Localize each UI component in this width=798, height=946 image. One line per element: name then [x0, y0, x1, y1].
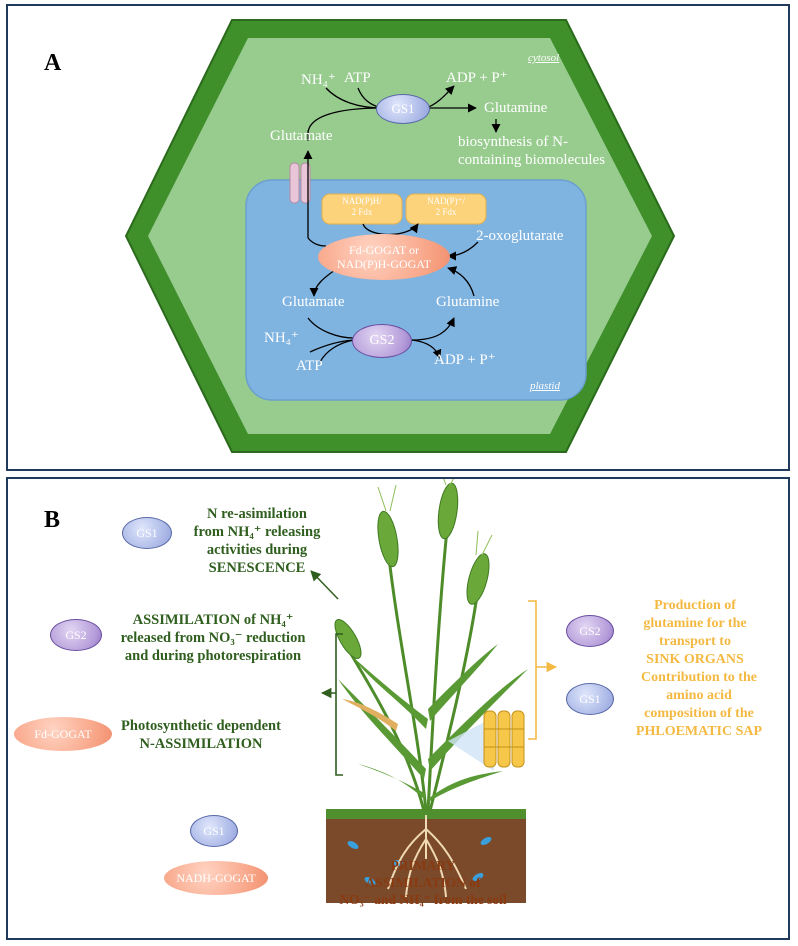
- assim-l3: and during photorespiration: [124, 648, 302, 664]
- production-text: Production of glutamine for the transpor…: [620, 597, 770, 669]
- senescence-text: N re-asimilation from NH₄⁺ releasing act…: [182, 505, 332, 577]
- cytosol-label: cytosol: [528, 52, 560, 64]
- photo-l1: Photosynthetic dependent: [121, 718, 281, 734]
- adp-bottom: ADP + P⁺: [434, 352, 496, 368]
- panel-a-label: A: [44, 50, 62, 76]
- prod-l3: transport to: [659, 634, 731, 649]
- assim-l1: ASSIMILATION of NH₄⁺: [132, 612, 294, 628]
- panel-a: A cytosol plastid NH₄⁺ ATP GS1 ADP + P⁺ …: [6, 4, 790, 471]
- gs2-sink: GS2: [566, 615, 614, 647]
- plant-illustration: [310, 479, 558, 903]
- nh4-top: NH₄⁺: [301, 72, 336, 88]
- assimilation-text: ASSIMILATION of NH₄⁺ released from NO₃⁻ …: [108, 611, 318, 665]
- panel-b: B GS1 N re-asimilation from NH₄⁺ releasi…: [6, 477, 790, 940]
- nadp-line2: 2 Fdx: [435, 207, 457, 217]
- nadph-line2: 2 Fdx: [351, 207, 373, 217]
- right-bracket: [528, 600, 537, 740]
- nadp-text: NAD(P)⁺/ 2 Fdx: [406, 196, 486, 218]
- photo-l2: N-ASSIMILATION: [139, 736, 263, 752]
- plastid-label: plastid: [530, 380, 560, 392]
- fd-gogat-enzyme: Fd-GOGAT: [14, 717, 112, 751]
- primary-assimilation-text: PRIMARY ASSIMILATION of NO₃⁻ and NH₄⁺ fr…: [308, 857, 538, 908]
- nadp-box: [405, 193, 487, 225]
- gs1-enzyme-top: GS1: [376, 94, 430, 124]
- prod-l2: glutamine for the: [643, 616, 747, 631]
- contrib-l2: amino acid: [666, 688, 732, 703]
- biosynthesis-line2: containing biomolecules: [458, 152, 606, 168]
- primary-l1: PRIMARY: [390, 858, 456, 873]
- oxoglutarate: 2-oxoglutarate: [476, 228, 564, 244]
- glutamine-top: Glutamine: [484, 100, 548, 116]
- wheat-awns: [377, 479, 493, 556]
- nadph-text: NAD(P)H/ 2 Fdx: [322, 196, 402, 218]
- gogat-line2: NAD(P)H-GOGAT: [337, 257, 431, 271]
- nadp-line1: NAD(P)⁺/: [427, 196, 465, 206]
- nadph-box: [321, 193, 403, 225]
- phloem-tubes: [483, 710, 525, 768]
- prod-l4: SINK ORGANS: [646, 652, 744, 667]
- gs2-enzyme: GS2: [352, 324, 412, 358]
- cell-diagram: [124, 19, 676, 453]
- senescence-l1: N re-asimilation: [206, 506, 307, 522]
- senescence-l4: SENESCENCE: [208, 560, 306, 576]
- contribution-text: Contribution to the amino acid compositi…: [614, 669, 784, 741]
- roots: [387, 815, 467, 898]
- gs1-primary: GS1: [190, 815, 238, 847]
- nadph-line1: NAD(P)H/: [342, 196, 382, 206]
- assim-l2: released from NO₃⁻ reduction: [120, 630, 306, 646]
- biosynthesis-line1: biosynthesis of N-: [458, 134, 568, 150]
- nadh-gogat-enzyme: NADH-GOGAT: [164, 861, 268, 895]
- panel-b-label: B: [44, 507, 61, 533]
- glutamate-top: Glutamate: [270, 128, 333, 144]
- leaves: [338, 644, 528, 801]
- senescent-leaf: [342, 699, 398, 731]
- gs1-phloem: GS1: [566, 683, 614, 715]
- contrib-l3: composition of the: [644, 706, 754, 721]
- gs2-assimilation: GS2: [50, 619, 102, 651]
- gogat-line1: Fd-GOGAT or: [348, 243, 420, 257]
- nh4-bottom: NH₄⁺: [264, 330, 299, 346]
- senescence-l2: from NH₄⁺ releasing: [193, 524, 321, 540]
- glutamine-bottom: Glutamine: [436, 294, 500, 310]
- prod-l1: Production of: [654, 598, 736, 613]
- senescence-l3: activities during: [206, 542, 308, 558]
- atp-top: ATP: [344, 70, 371, 86]
- senescence-arrow: [310, 570, 339, 600]
- glutamate-bottom: Glutamate: [282, 294, 345, 310]
- gogat-enzyme: Fd-GOGAT or NAD(P)H-GOGAT: [318, 234, 450, 280]
- atp-bottom: ATP: [296, 358, 323, 374]
- adp-top: ADP + P⁺: [446, 70, 508, 86]
- contrib-l4: PHLOEMATIC SAP: [635, 724, 763, 739]
- primary-l2: ASSIMILATION of: [365, 875, 481, 890]
- zoom-cone: [448, 717, 494, 771]
- photosynthetic-text: Photosynthetic dependent N-ASSIMILATION: [112, 717, 290, 753]
- contrib-l1: Contribution to the: [641, 670, 757, 685]
- wheat-heads: [334, 482, 490, 659]
- primary-l3: NO₃⁻ and NH₄⁺ from the soil: [339, 892, 507, 907]
- gs1-senescence: GS1: [122, 517, 172, 549]
- transporter: [289, 162, 300, 204]
- plastid: [245, 179, 587, 401]
- left-bracket: [335, 633, 343, 776]
